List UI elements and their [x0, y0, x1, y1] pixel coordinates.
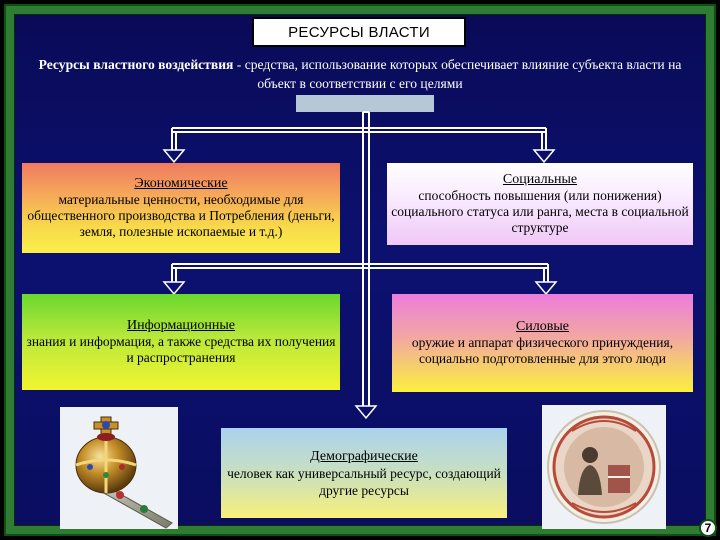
resource-economic-body: материальные ценности, необходимые для о… — [27, 192, 335, 239]
arrow-to-demographic — [354, 405, 378, 420]
arrow-to-economic — [162, 149, 186, 164]
resource-social-body: способность повышения (или понижения) со… — [391, 188, 689, 235]
definition-text: Ресурсы властного воздействия - средства… — [26, 55, 694, 93]
medal-image — [542, 405, 666, 529]
resource-informational: Информационные знания и информация, а та… — [22, 294, 340, 390]
resource-force-heading: Силовые — [515, 319, 570, 334]
resource-force-body: оружие и аппарат физического принуждения… — [411, 335, 674, 366]
slide-title: РЕСУРСЫ ВЛАСТИ — [252, 17, 466, 47]
resource-informational-heading: Информационные — [126, 318, 236, 333]
resource-economic: Экономические материальные ценности, нео… — [22, 163, 340, 253]
connector-bar — [296, 95, 434, 112]
resource-economic-heading: Экономические — [134, 176, 228, 191]
arrow-to-force — [534, 281, 558, 296]
resource-social: Социальные способность повышения (или по… — [387, 163, 693, 245]
orb-scepter-image — [60, 407, 178, 529]
arrow-to-social — [532, 149, 556, 164]
page-number: 7 — [699, 519, 717, 537]
resource-demographic-heading: Демографические — [310, 448, 418, 464]
resource-social-heading: Социальные — [502, 172, 578, 187]
definition-body: - средства, использование которых обеспе… — [233, 57, 682, 91]
resource-informational-body: знания и информация, а также средства их… — [26, 334, 336, 365]
resource-demographic-body: человек как универсальный ресурс, создаю… — [227, 465, 501, 498]
resource-demographic: Демографические человек как универсальны… — [221, 428, 507, 518]
definition-term: Ресурсы властного воздействия — [38, 57, 234, 72]
resource-force: Силовые оружие и аппарат физического при… — [392, 294, 693, 392]
arrow-to-informational — [162, 281, 186, 296]
